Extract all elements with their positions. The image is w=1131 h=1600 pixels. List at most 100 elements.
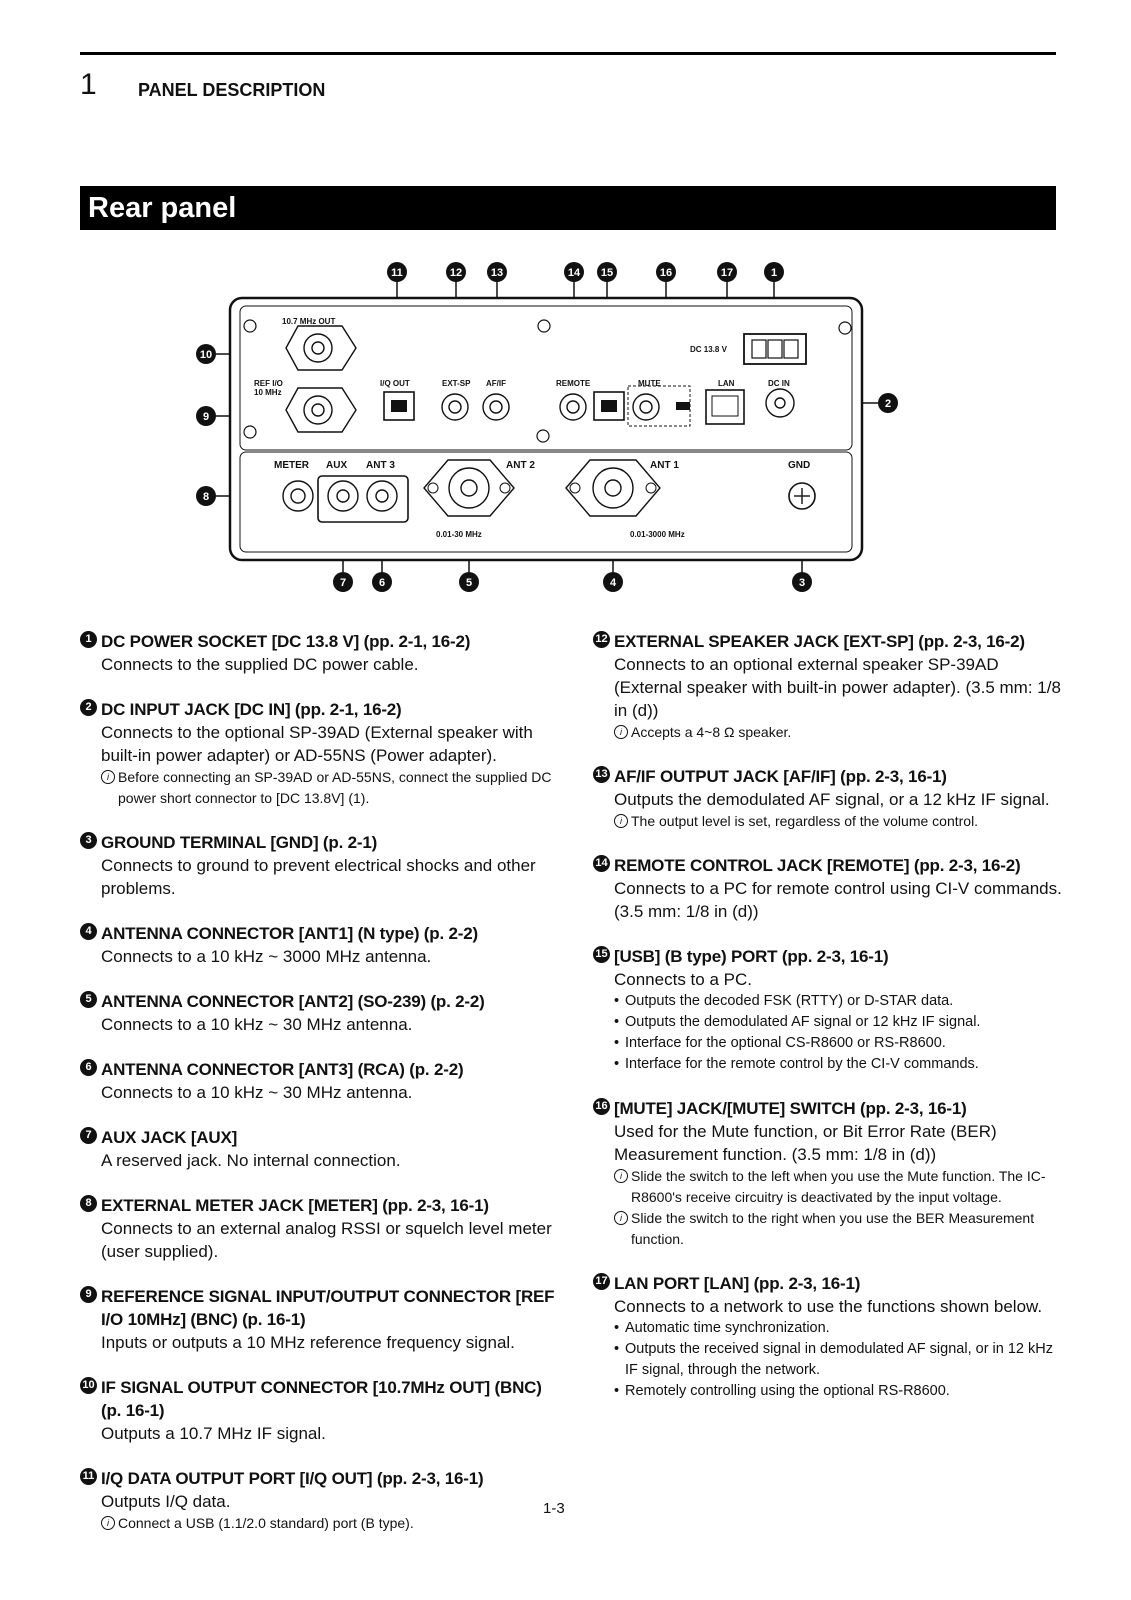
callout-label-17: 17	[721, 267, 733, 279]
item-number-badge: 12	[593, 631, 610, 648]
callout-label-7: 7	[340, 577, 346, 589]
callout-label-4: 4	[610, 577, 617, 589]
item-note-text: The output level is set, regardless of t…	[631, 813, 979, 829]
chapter-number: 1	[80, 68, 97, 101]
callout-label-13: 13	[491, 267, 503, 279]
callout-circle-2	[878, 393, 898, 413]
label-ant1: ANT 1	[650, 460, 679, 471]
item-number-badge: 15	[593, 946, 610, 963]
callout-label-5: 5	[466, 577, 472, 589]
callout-circle-15	[597, 262, 617, 282]
item-description: Connects to an external analog RSSI or s…	[101, 1219, 552, 1261]
callout-circle-9	[196, 406, 216, 426]
callout-label-11: 11	[391, 267, 403, 279]
item-heading: GROUND TERMINAL [GND] (p. 2-1)	[101, 833, 378, 852]
label-meter: METER	[274, 460, 310, 471]
label-ant3: ANT 3	[366, 460, 395, 471]
item-description: A reserved jack. No internal connection.	[101, 1151, 401, 1170]
item-heading: ANTENNA CONNECTOR [ANT3] (RCA) (p. 2-2)	[101, 1060, 464, 1079]
callout-circle-3	[792, 572, 812, 592]
item-description: Connects to the optional SP-39AD (Extern…	[101, 723, 533, 765]
callout-label-3: 3	[799, 577, 805, 589]
callout-label-16: 16	[660, 267, 672, 279]
callout-circle-16	[656, 262, 676, 282]
page-number: 1-3	[543, 1500, 565, 1517]
item-heading: IF SIGNAL OUTPUT CONNECTOR [10.7MHz OUT]…	[101, 1378, 542, 1420]
info-icon: i	[614, 1169, 628, 1183]
item-description: Outputs I/Q data.	[101, 1492, 231, 1511]
item-description: Connects to ground to prevent electrical…	[101, 856, 536, 898]
item-number-badge: 10	[80, 1377, 97, 1394]
item-number-badge: 11	[80, 1468, 97, 1485]
top-rule	[80, 52, 1056, 55]
item-description: Connects to a 10 kHz ~ 30 MHz antenna.	[101, 1083, 413, 1102]
callout-circle-6	[372, 572, 392, 592]
item-number-badge: 1	[80, 631, 97, 648]
callout-circle-8	[196, 486, 216, 506]
item-heading: DC INPUT JACK [DC IN] (pp. 2-1, 16-2)	[101, 700, 402, 719]
item-description: Inputs or outputs a 10 MHz reference fre…	[101, 1333, 515, 1352]
item-note-text: Slide the switch to the left when you us…	[631, 1168, 1046, 1205]
callout-label-12: 12	[450, 267, 462, 279]
info-icon: i	[101, 770, 115, 784]
rear-panel-diagram: 10.7 MHz OUT REF I/O 10 MHz I/Q OUT EXT-…	[196, 262, 898, 592]
item-number-badge: 13	[593, 766, 610, 783]
label-ext-sp: EXT-SP	[442, 379, 471, 388]
item-bullet: Automatic time synchronization.	[614, 1318, 1063, 1339]
item-heading: AF/IF OUTPUT JACK [AF/IF] (pp. 2-3, 16-1…	[614, 767, 947, 786]
label-remote: REMOTE	[556, 379, 591, 388]
item-heading: ANTENNA CONNECTOR [ANT1] (N type) (p. 2-…	[101, 924, 478, 943]
info-icon: i	[614, 725, 628, 739]
callout-label-1: 1	[771, 267, 777, 279]
callout-circle-12	[446, 262, 466, 282]
item-number-badge: 6	[80, 1059, 97, 1076]
item-bullet: Outputs the decoded FSK (RTTY) or D-STAR…	[614, 991, 1063, 1012]
item-heading: ANTENNA CONNECTOR [ANT2] (SO-239) (p. 2-…	[101, 992, 485, 1011]
label-iq-out: I/Q OUT	[380, 379, 410, 388]
item-note-text: Accepts a 4~8 Ω speaker.	[631, 724, 792, 740]
item-heading: LAN PORT [LAN] (pp. 2-3, 16-1)	[614, 1274, 861, 1293]
callout-circle-5	[459, 572, 479, 592]
label-lan: LAN	[718, 379, 735, 388]
item-description: Outputs the demodulated AF signal, or a …	[614, 790, 1050, 809]
callout-label-15: 15	[601, 267, 613, 279]
item-description: Connects to an optional external speaker…	[614, 655, 1061, 720]
item-number-badge: 8	[80, 1195, 97, 1212]
callout-circle-10	[196, 344, 216, 364]
item-heading: [USB] (B type) PORT (pp. 2-3, 16-1)	[614, 947, 889, 966]
section-title: Rear panel	[80, 186, 1056, 230]
item-bullet: Outputs the demodulated AF signal or 12 …	[614, 1012, 1063, 1033]
callout-circle-7	[333, 572, 353, 592]
item-heading: EXTERNAL METER JACK [METER] (pp. 2-3, 16…	[101, 1196, 489, 1215]
info-icon: i	[101, 1516, 115, 1530]
item-16: 16[MUTE] JACK/[MUTE] SWITCH (pp. 2-3, 16…	[593, 1097, 1063, 1250]
callout-label-14: 14	[568, 267, 581, 279]
item-number-badge: 4	[80, 923, 97, 940]
label-af-if: AF/IF	[486, 379, 506, 388]
label-ant2-range: 0.01-30 MHz	[436, 530, 482, 539]
item-number-badge: 17	[593, 1273, 610, 1290]
callout-circle-17	[717, 262, 737, 282]
item-description: Used for the Mute function, or Bit Error…	[614, 1122, 997, 1164]
item-heading: REFERENCE SIGNAL INPUT/OUTPUT CONNECTOR …	[101, 1287, 555, 1329]
item-heading: AUX JACK [AUX]	[101, 1128, 238, 1147]
item-heading: REMOTE CONTROL JACK [REMOTE] (pp. 2-3, 1…	[614, 856, 1021, 875]
label-dc138: DC 13.8 V	[690, 345, 728, 354]
item-15: 15[USB] (B type) PORT (pp. 2-3, 16-1)Con…	[593, 945, 1063, 1075]
label-mhz-out: 10.7 MHz OUT	[282, 317, 335, 326]
label-ant2: ANT 2	[506, 460, 535, 471]
item-bullet: Interface for the optional CS-R8600 or R…	[614, 1033, 1063, 1054]
